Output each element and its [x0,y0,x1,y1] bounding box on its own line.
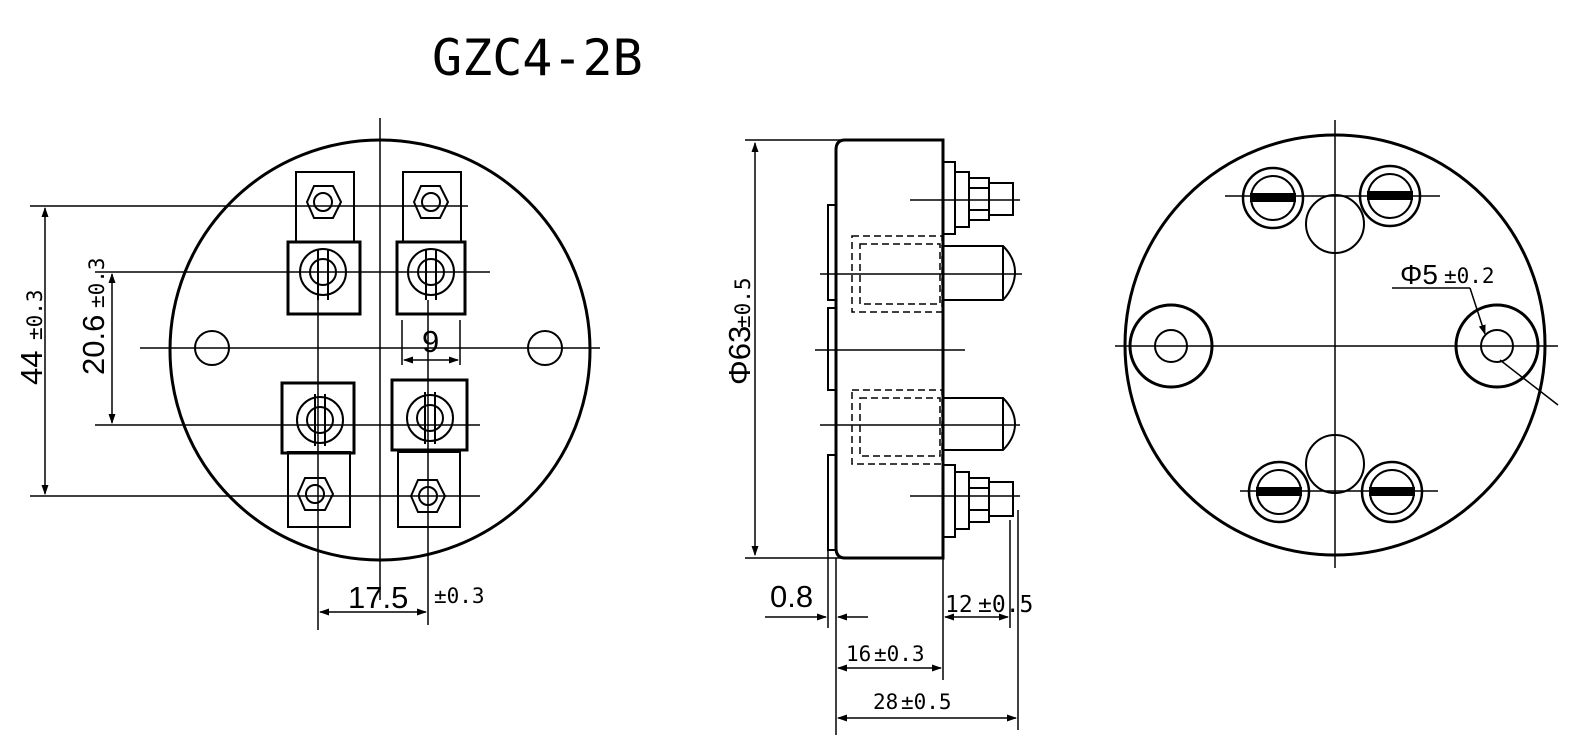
side-screw-lower [910,464,1020,538]
dim-17-5-tolerance: ±0.3 [434,584,485,608]
front-dimension-labels: 44 ±0.3 20.6 ±0.3 9 17.5 ±0.3 [14,257,485,615]
side-screw-upper [910,161,1020,235]
drawing-title: GZC4-2B [432,29,643,87]
dim-28-tolerance: ±0.5 [901,690,952,714]
front-view [30,118,600,630]
back-mount-hole-right [1454,303,1540,389]
dim-20-6-tolerance: ±0.3 [85,257,109,308]
dim-hole-value: Φ5 [1400,259,1438,290]
side-dimension-labels: Φ63 ±0.5 0.8 16 ±0.3 28 ±0.5 12 ±0.5 [722,277,1033,714]
side-lip-lower [827,454,837,551]
back-screw-bottom-right [1360,460,1424,524]
dim-17-5-value: 17.5 [348,580,408,615]
side-lip-middle [827,307,837,391]
side-pin-lower [943,397,1017,451]
dim-20-6-value: 20.6 [76,315,111,375]
terminal-top-left [286,171,362,316]
side-pin-upper [943,245,1017,301]
back-pin-hole-lower [1305,434,1365,494]
dim-12-value: 12 [945,592,973,618]
side-lip-upper [827,204,837,301]
terminal-top-right [395,171,467,316]
back-dimension-labels: Φ5 ±0.2 [1400,259,1495,290]
side-view [745,138,1022,735]
dim-28-value: 28 [873,690,898,714]
back-screw-top-left [1241,166,1305,230]
dim-63-tolerance: ±0.5 [731,277,755,328]
side-socket-lower [851,389,943,465]
terminal-bottom-right [390,378,469,528]
dim-16-tolerance: ±0.3 [874,642,925,666]
back-screw-bottom-left [1247,460,1311,524]
dim-leader-hole [1469,287,1486,335]
back-pin-hole-upper [1305,194,1365,254]
dim-hole-tolerance: ±0.2 [1444,264,1495,288]
dim-12-tolerance: ±0.5 [978,592,1033,618]
front-mount-hole-left [194,330,230,366]
dim-9-value: 9 [422,324,439,359]
dim-16-value: 16 [846,642,871,666]
dim-63-value: Φ63 [722,326,757,385]
dim-44-value: 44 [14,351,49,385]
dim-0-8-value: 0.8 [770,579,813,614]
back-mount-hole-left [1128,303,1214,389]
dim-44-tolerance: ±0.3 [23,289,47,340]
back-view [1115,120,1559,568]
front-mount-hole-right [527,330,563,366]
